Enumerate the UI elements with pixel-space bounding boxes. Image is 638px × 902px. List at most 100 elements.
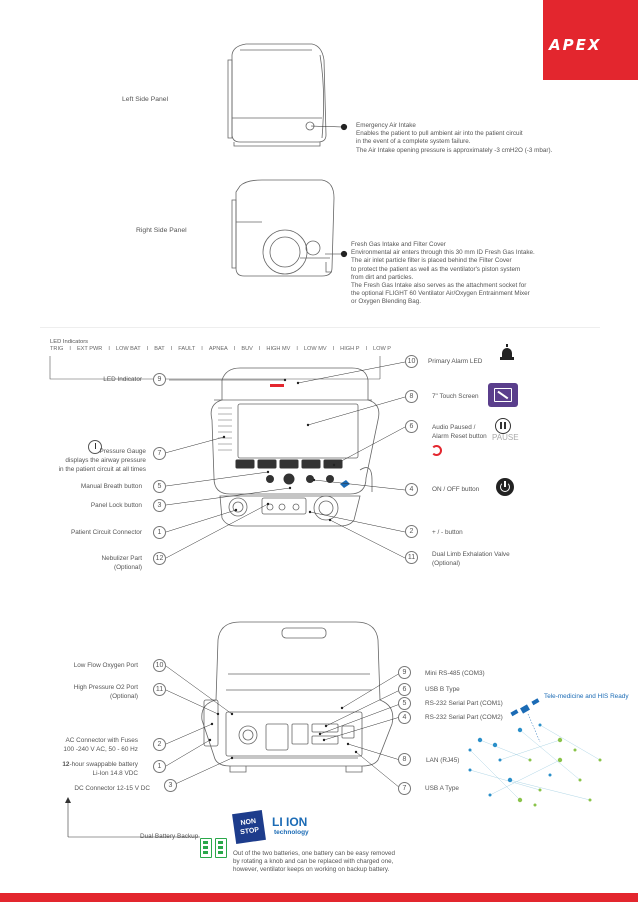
led-item: EXT PWR	[76, 346, 103, 352]
network-node	[573, 748, 577, 752]
fresh-gas-intake-line: to protect the patient as well as the ve…	[351, 265, 521, 273]
on-off-button-label: ON / OFF button	[432, 486, 480, 493]
network-node	[488, 793, 492, 797]
callout-number: 5	[398, 697, 411, 710]
high-pressure-o2-port-label: High Pressure O2 Port	[73, 684, 138, 691]
non-stop-logo-text: NON STOP	[239, 817, 260, 837]
usb-a-label: USB A Type	[425, 785, 459, 792]
network-node	[557, 737, 563, 743]
callout-number: 1	[153, 526, 166, 539]
callout-number: 5	[153, 480, 166, 493]
audio-paused-label: Audio Paused /	[432, 424, 476, 431]
ac-connector-label: AC Connector with Fuses	[65, 737, 138, 744]
battery-hours: 12	[62, 761, 70, 768]
callout-number: 4	[398, 711, 411, 724]
brand-logo-text: APEX	[549, 36, 602, 54]
callout-number: 11	[405, 551, 418, 564]
pressure-gauge-sub: displays the airway pressure	[65, 457, 146, 464]
callout-number: 2	[153, 738, 166, 751]
led-item: TRIG	[50, 346, 64, 352]
callout-number: 6	[405, 420, 418, 433]
callout-number: 4	[405, 483, 418, 496]
dc-connector-label: DC Connector 12-15 V DC	[74, 785, 150, 792]
alarm-reset-icon	[431, 445, 442, 456]
non-stop-logo: NON STOP	[232, 810, 266, 844]
led-item: LOW P	[373, 346, 392, 352]
bottom-accent-bar	[0, 893, 638, 902]
fresh-gas-intake-line: from dirt and particles.	[351, 273, 414, 281]
fresh-gas-intake-description: Fresh Gas Intake and Filter Cover Enviro…	[351, 241, 591, 307]
network-node	[538, 788, 542, 792]
left-panel-title: Left Side Panel	[122, 96, 169, 103]
fresh-gas-intake-line: Environmental air enters through this 30…	[351, 249, 535, 257]
rs232-com1-label: RS-232 Serial Part (COM1)	[425, 700, 503, 707]
network-node	[533, 803, 537, 807]
battery-icon	[215, 838, 227, 858]
callout-number: 7	[398, 782, 411, 795]
network-node	[468, 768, 472, 772]
brand-logo: APEX	[543, 0, 638, 80]
led-indicators-title: LED Indicators	[50, 339, 89, 345]
pressure-gauge-label: Pressure Gauge	[99, 448, 146, 455]
network-node	[498, 758, 502, 762]
callout-number: 10	[153, 659, 166, 672]
fresh-gas-intake-line: the optional FLIGHT 60 Ventilator Air/Ox…	[351, 290, 530, 298]
touch-screen-label: 7" Touch Screen	[432, 393, 479, 400]
fresh-gas-intake-line: The Fresh Gas Intake also serves as the …	[351, 282, 527, 290]
battery-note-line: however, ventilator keeps on working on …	[233, 866, 390, 874]
led-item: BAT	[154, 346, 165, 352]
swappable-battery-label: 12-hour swappable battery	[30, 761, 138, 769]
patient-circuit-connector-label: Patient Circuit Connector	[70, 529, 142, 536]
led-separator: I	[69, 346, 71, 352]
exhalation-valve-label: Dual Limb Exhalation Valve	[432, 551, 510, 558]
fresh-gas-intake-line: or Oxygen Blending Bag.	[351, 298, 422, 306]
emergency-air-intake-description: Emergency Air Intake Enables the patient…	[356, 122, 596, 155]
pause-text: PAUSE	[492, 433, 519, 442]
fresh-gas-intake-line: The air inlet particle filter is placed …	[351, 257, 512, 265]
dual-battery-backup-label: Dual Battery Backup	[140, 833, 199, 840]
led-separator: I	[365, 346, 368, 352]
callout-number: 10	[405, 355, 418, 368]
telemedicine-label: Tele-medicine and HIS Ready	[544, 693, 629, 700]
led-separator: I	[201, 346, 203, 352]
led-indicator-label: LED Indicator	[103, 376, 142, 383]
callout-number: 3	[153, 499, 166, 512]
network-node	[477, 737, 483, 743]
low-flow-oxygen-port-label: Low Flow Oxygen Port	[73, 662, 138, 669]
callout-number: 12	[153, 552, 166, 565]
network-node	[517, 727, 523, 733]
network-node	[538, 723, 542, 727]
battery-text: -hour swappable battery	[69, 761, 138, 768]
audio-paused-sub: Alarm Reset button	[432, 433, 487, 440]
network-node	[507, 777, 513, 783]
led-item: FAULT	[178, 346, 196, 352]
led-item: BUV	[241, 346, 253, 352]
ac-connector-sub: 100 -240 V AC, 50 - 60 Hz	[63, 746, 138, 753]
callout-number: 9	[153, 373, 166, 386]
fresh-gas-intake-heading: Fresh Gas Intake and Filter Cover	[351, 241, 446, 248]
power-icon	[496, 478, 514, 496]
led-item: LOW BAT	[115, 346, 141, 352]
high-pressure-o2-port-sub: (Optional)	[109, 693, 138, 700]
battery-note-line: by rotating a knob and can be replaced w…	[233, 858, 394, 866]
led-item: APNEA	[208, 346, 228, 352]
pause-icon	[495, 418, 511, 434]
callout-number: 7	[153, 447, 166, 460]
callout-number: 1	[153, 760, 166, 773]
network-node	[598, 758, 602, 762]
network-node	[548, 773, 552, 777]
emergency-air-intake-line: Enables the patient to pull ambient air …	[356, 130, 523, 138]
manual-breath-label: Manual Breath button	[80, 483, 142, 490]
led-item: HIGH MV	[266, 346, 291, 352]
network-node	[492, 742, 498, 748]
led-separator: I	[108, 346, 110, 352]
callout-number: 2	[405, 525, 418, 538]
li-ion-logo: LI ION	[272, 815, 308, 829]
exhalation-valve-sub: (Optional)	[432, 560, 461, 567]
led-separator: I	[332, 346, 335, 352]
network-node	[578, 778, 582, 782]
rs232-com2-label: RS-232 Serial Part (COM2)	[425, 714, 503, 721]
li-ion-logo-sub: technology	[274, 829, 309, 836]
callout-number: 6	[398, 683, 411, 696]
